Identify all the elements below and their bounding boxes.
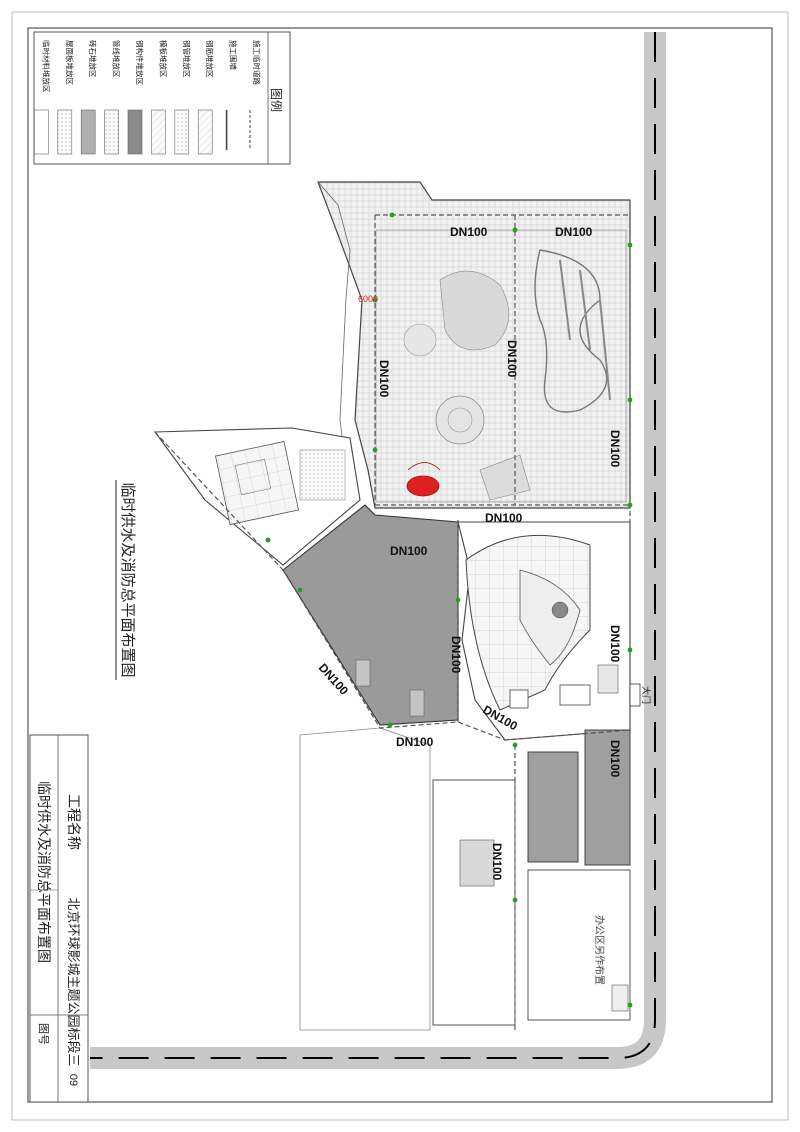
drawing-title-group: 临时供水及消防总平面布置图: [115, 480, 137, 680]
fire-hydrants: [265, 212, 633, 1008]
gate-label: 大门: [640, 686, 652, 704]
pipe-label-north-east: DN100: [555, 225, 593, 239]
title-block-drawing-title: 临时供水及消防总平面布置图: [35, 781, 51, 963]
office-area-label: 办公区另作布置: [593, 915, 606, 985]
legend-item-swatch: [197, 109, 213, 155]
project-name-value: 北京环球影城主题公园标段三: [65, 897, 80, 1066]
legend-item-label: 施工临时道路: [252, 40, 262, 85]
pipe-label-venue-east: DN100: [608, 625, 622, 663]
main-gate: 大门: [629, 683, 652, 707]
legend-item-label: 钢管堆放区: [182, 40, 192, 78]
legend-item-swatch: [57, 109, 73, 155]
legend-box: 图例 施工临时道路 施工围墙 钢筋堆放区 钢管堆放区 模板堆放区 钢构件堆放区 管线堆放区 砖…: [33, 31, 291, 165]
pipe-label-north-west: DN100: [450, 225, 488, 239]
legend-item-swatch: [151, 109, 166, 155]
legend-item-swatch: [34, 109, 49, 155]
drawing-title: 临时供水及消防总平面布置图: [119, 482, 137, 677]
legend-item-swatch: [174, 109, 190, 155]
legend-item-label: 模板堆放区: [158, 40, 168, 78]
pipe-label-lot-vertical: DN100: [449, 636, 463, 674]
drawing-no-label: 图号: [37, 1023, 50, 1045]
legend-item-label: 砖石堆放区: [88, 40, 98, 78]
legend-item-label: 施工围墙: [229, 40, 239, 70]
pipe-label-south-horizontal: DN100: [396, 735, 434, 749]
project-name-label: 工程名称: [65, 794, 81, 850]
legend-item-label: 临时材料堆放区: [41, 40, 51, 93]
legend-item-swatch: [80, 109, 96, 155]
legend-item-swatch: [104, 109, 119, 155]
pipe-label-south-central: DN100: [490, 843, 504, 881]
site-west-zone: [153, 427, 361, 566]
legend-item-label: 屋面板堆放区: [65, 40, 75, 85]
dimension-mark: 6000: [358, 294, 378, 304]
legend-item-label: 管线堆放区: [112, 40, 122, 78]
pipe-label-mid-horizontal: DN100: [485, 511, 523, 525]
pipe-label-east-vertical: DN100: [608, 430, 622, 468]
title-block: 工程名称 北京环球影城主题公园标段三 临时供水及消防总平面布置图 图号 09: [29, 734, 89, 1103]
site-south-lots: 办公区另作布置: [299, 727, 631, 1031]
pipe-label-west-vertical: DN100: [377, 360, 391, 398]
pipe-label-south-east: DN100: [608, 740, 622, 778]
site-north-parcel: [317, 181, 631, 509]
legend-item-label: 钢筋堆放区: [205, 40, 215, 78]
inner-border: [27, 27, 773, 1103]
legend-item-swatch: [127, 109, 143, 155]
legend-item-label: 钢构件堆放区: [135, 40, 145, 85]
water-pipe-network: [154, 214, 631, 1030]
pipe-label-lot-top: DN100: [390, 544, 428, 558]
boundary-road-centerline: [90, 32, 656, 1059]
outer-border: [11, 11, 789, 1121]
legend-title: 图例: [269, 88, 283, 112]
pipe-label-center-vertical: DN100: [505, 340, 519, 378]
drawing-no-value: 09: [67, 1074, 79, 1086]
site-venue: [457, 521, 631, 741]
red-feature-structure: [406, 475, 440, 497]
